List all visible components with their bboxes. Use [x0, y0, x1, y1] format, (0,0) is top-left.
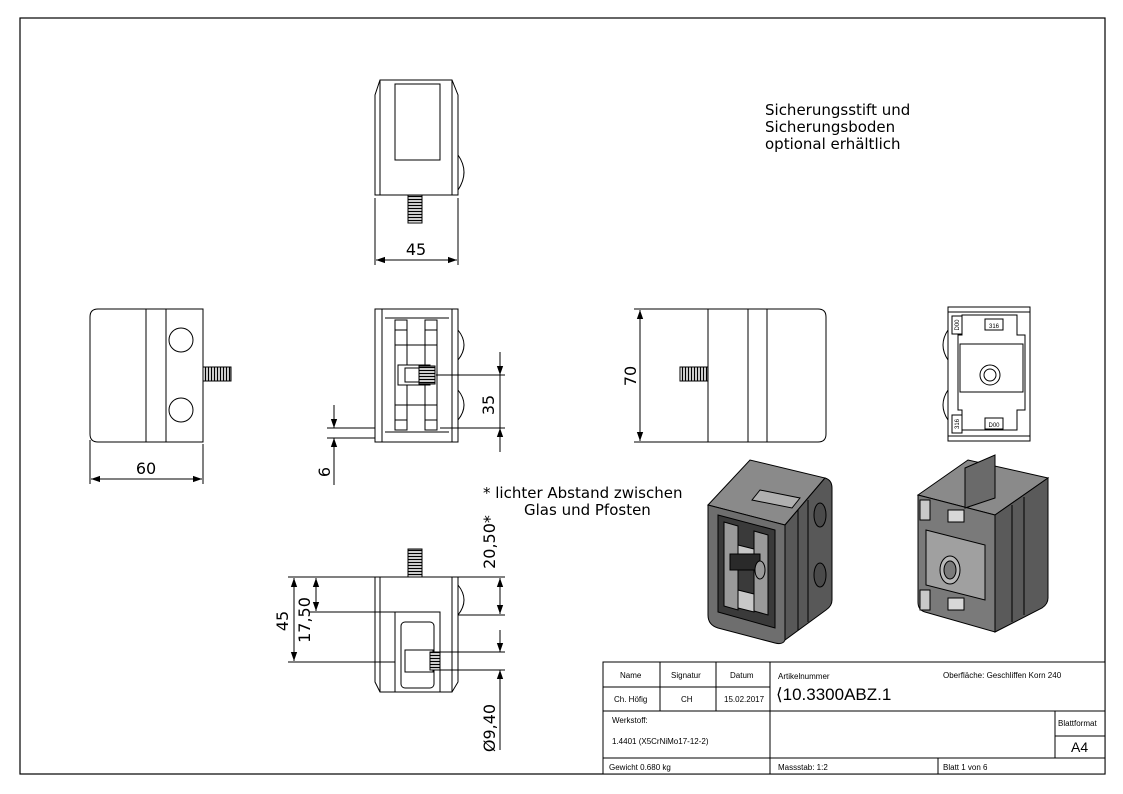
- dim-bottom-inner: 17,50: [295, 597, 314, 643]
- hole-upper: [168, 327, 194, 353]
- bottom-view: [288, 548, 505, 750]
- tb-weight: Gewicht 0.680 kg: [609, 763, 671, 772]
- engraving-grade-bottom: 316: [955, 418, 961, 429]
- tb-sheet-number: Blatt 1 von 6: [943, 763, 988, 772]
- tb-name-value: Ch. Höfig: [614, 695, 648, 704]
- bottom-view-thread: [407, 548, 423, 578]
- side-view-thread: [202, 366, 232, 382]
- dim-bottom-height: 45: [273, 611, 292, 631]
- top-view-thread: [407, 194, 423, 224]
- rear-view-thread: [679, 366, 709, 382]
- dim-front-offset: 6: [315, 467, 334, 477]
- tb-article-number: ⟨10.3300ABZ.1: [776, 685, 892, 704]
- top-view: [374, 79, 465, 265]
- gap-note-line2: Glas und Pfosten: [524, 501, 651, 519]
- front-view: [327, 308, 505, 485]
- isometric-view-front: [707, 459, 833, 645]
- dim-top-width: 45: [406, 240, 426, 259]
- tb-sheet-format-label: Blattformat: [1058, 719, 1097, 728]
- security-note-line3: optional erhältlich: [765, 135, 901, 153]
- isometric-view-rear: [916, 454, 1050, 633]
- engraving-mark-top: D00: [955, 319, 961, 331]
- engraving-grade-top: 316: [989, 324, 1000, 330]
- engraving-mark-bottom: D00: [988, 423, 1000, 429]
- tb-material-value: 1.4401 (X5CrNiMo17-12-2): [612, 737, 709, 746]
- tb-name-header: Name: [620, 671, 642, 680]
- tb-signature-value: CH: [681, 695, 693, 704]
- tb-material-label: Werkstoff:: [612, 716, 648, 725]
- dim-rear-height: 70: [621, 366, 640, 386]
- back-view-bolt-outer: [979, 364, 1001, 386]
- security-note-line1: Sicherungsstift und: [765, 101, 911, 119]
- dim-bottom-gap: 20,50*: [480, 515, 499, 569]
- dim-side-width: 60: [136, 459, 156, 478]
- tb-date-header: Datum: [730, 671, 754, 680]
- tb-sheet-format-value: A4: [1071, 739, 1089, 755]
- rear-side-view: [634, 308, 827, 443]
- gap-note-line1: * lichter Abstand zwischen: [483, 484, 683, 502]
- tb-scale: Massstab: 1:2: [778, 763, 828, 772]
- tb-date-value: 15.02.2017: [724, 695, 765, 704]
- tb-signature-header: Signatur: [671, 671, 701, 680]
- back-view-bolt-inner: [983, 368, 997, 382]
- title-block-frame: [602, 661, 1106, 775]
- drawing-frame: [19, 17, 1106, 775]
- hole-lower: [168, 397, 194, 423]
- dim-front-height: 35: [479, 395, 498, 415]
- back-view: 316 D00 D00 316: [942, 306, 1031, 442]
- tb-article-label: Artikelnummer: [778, 672, 830, 681]
- security-note-line2: Sicherungsboden: [765, 118, 896, 136]
- tb-surface-label: Oberfläche: Geschliffen Korn 240: [943, 671, 1062, 680]
- left-side-view: [89, 308, 232, 484]
- dim-bottom-diameter: Ø9,40: [480, 704, 499, 752]
